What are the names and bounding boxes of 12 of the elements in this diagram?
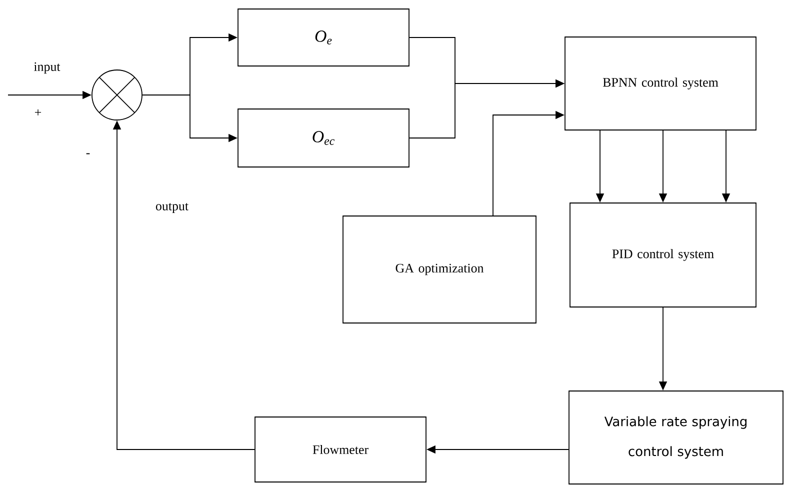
process-box: PID control system — [570, 202, 756, 308]
summing-junction — [92, 70, 142, 120]
sign-label: - — [86, 153, 90, 154]
process-box: O$_{ec}$ — [238, 108, 410, 168]
process-box: O$_{e}$ — [238, 8, 410, 66]
process-box: Flowmeter — [254, 416, 426, 482]
sign-label: + — [35, 109, 42, 116]
process-box: GA optimization — [342, 216, 536, 324]
process-box: BPNN control system — [564, 36, 756, 130]
process-box: Variable rate spraying control system — [568, 390, 784, 484]
sign-label: input — [34, 62, 60, 74]
sign-label: output — [156, 202, 188, 214]
